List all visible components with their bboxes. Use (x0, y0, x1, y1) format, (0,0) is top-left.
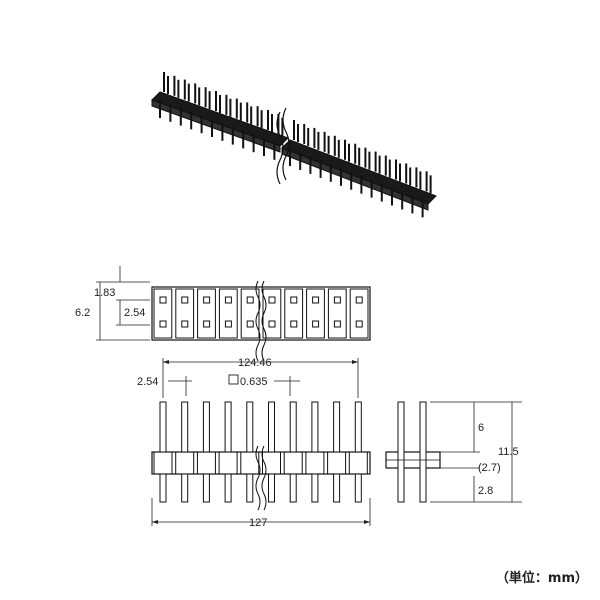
dim-lower-pin: 2.8 (478, 485, 493, 497)
front-pin-lower (224, 473, 232, 503)
unit-label: （単位：mm） (495, 571, 588, 586)
side-view-pin-right (419, 401, 427, 503)
front-break-mark (255, 445, 261, 511)
top-view: 6.2 1.83 2.54 (75, 266, 371, 362)
front-pin-lower (333, 473, 341, 503)
dim-total: 11.5 (498, 446, 519, 458)
front-pin-upper (268, 401, 275, 453)
side-view-pin-left (397, 401, 405, 503)
top-view-cell (349, 288, 369, 339)
top-view-pin-square (268, 320, 276, 328)
front-pin-lower (354, 473, 362, 503)
top-view-cell (262, 288, 282, 339)
front-view: 124.46 2.54 0.635 127 (137, 357, 371, 529)
front-break-mark-2 (261, 445, 267, 511)
isometric-view (151, 72, 437, 218)
top-view-pin-square (333, 320, 341, 328)
top-break-mark-2 (261, 280, 267, 362)
front-pin-housing (283, 451, 303, 475)
top-view-pin-square (181, 320, 189, 328)
front-pin-upper (354, 401, 362, 453)
top-view-cells (153, 288, 369, 339)
top-view-pin-square (246, 320, 254, 328)
top-break-mark (255, 280, 261, 362)
top-view-cell (175, 288, 195, 339)
front-pin-lower (159, 473, 167, 503)
dim-pin-size: 0.635 (240, 376, 268, 388)
front-pin-housing (262, 451, 281, 475)
top-view-cell (153, 288, 173, 339)
front-pin-housing (153, 451, 173, 475)
top-view-pin-square (159, 320, 167, 328)
top-view-pin-square (181, 296, 189, 304)
top-view-cell (327, 288, 347, 339)
dim-pitch: 2.54 (137, 376, 158, 388)
iso-break-mark (282, 107, 290, 181)
top-view-pin-square (333, 296, 341, 304)
top-view-cell (240, 288, 260, 339)
front-pin-upper (289, 401, 297, 453)
dim-height-total: 6.2 (75, 307, 90, 319)
front-pin-lower (311, 473, 319, 503)
dim-row-span: 124.46 (238, 357, 272, 369)
front-pin-upper (202, 401, 210, 453)
top-view-pin-square (203, 320, 211, 328)
top-view-pin-square (312, 296, 320, 304)
iso-pins-left (159, 72, 284, 160)
top-view-pin-square (246, 296, 254, 304)
front-pin-lower (181, 473, 189, 503)
front-pin-housing (327, 451, 347, 475)
side-view: 6 (2.7) 2.8 11.5 (385, 401, 522, 503)
front-view-body (151, 451, 371, 475)
top-view-pin-square (312, 320, 320, 328)
top-view-pin-square (159, 296, 167, 304)
iso-base-left-front (151, 99, 281, 153)
top-view-pin-square (290, 296, 298, 304)
dim-row-pitch: 2.54 (124, 307, 145, 319)
front-pin-housing (348, 451, 368, 475)
top-view-cell (306, 288, 325, 339)
dim-overall-length: 127 (249, 517, 267, 529)
front-pin-housing (218, 451, 238, 475)
iso-break-mark-2 (276, 111, 284, 185)
front-pin-housing (305, 451, 325, 475)
iso-pins-right (289, 120, 432, 218)
front-pin-lower (289, 473, 297, 503)
front-pin-lower (246, 473, 254, 503)
top-view-cell (284, 288, 304, 339)
front-pin-housing (196, 451, 216, 475)
dim-body: (2.7) (478, 462, 501, 474)
front-pin-lower (268, 473, 275, 503)
front-pin-upper (246, 401, 254, 453)
top-view-pin-square (355, 296, 363, 304)
top-view-pin-square (203, 296, 211, 304)
top-view-cell (218, 288, 238, 339)
top-view-pin-square (290, 320, 298, 328)
front-pin-upper (159, 401, 167, 453)
front-view-pins (153, 401, 368, 503)
front-pin-upper (224, 401, 232, 453)
top-view-cell (197, 288, 216, 339)
front-pin-upper (181, 401, 189, 453)
top-view-pin-square (268, 296, 276, 304)
front-pin-upper (333, 401, 341, 453)
top-view-pin-square (224, 320, 232, 328)
dim-upper-pin: 6 (478, 422, 484, 434)
top-view-pin-square (355, 320, 363, 328)
dim-row-offset: 1.83 (94, 287, 115, 299)
front-pin-lower (202, 473, 210, 503)
square-symbol (228, 374, 239, 385)
front-pin-upper (311, 401, 319, 453)
front-pin-housing (175, 451, 195, 475)
top-view-pin-square (224, 296, 232, 304)
